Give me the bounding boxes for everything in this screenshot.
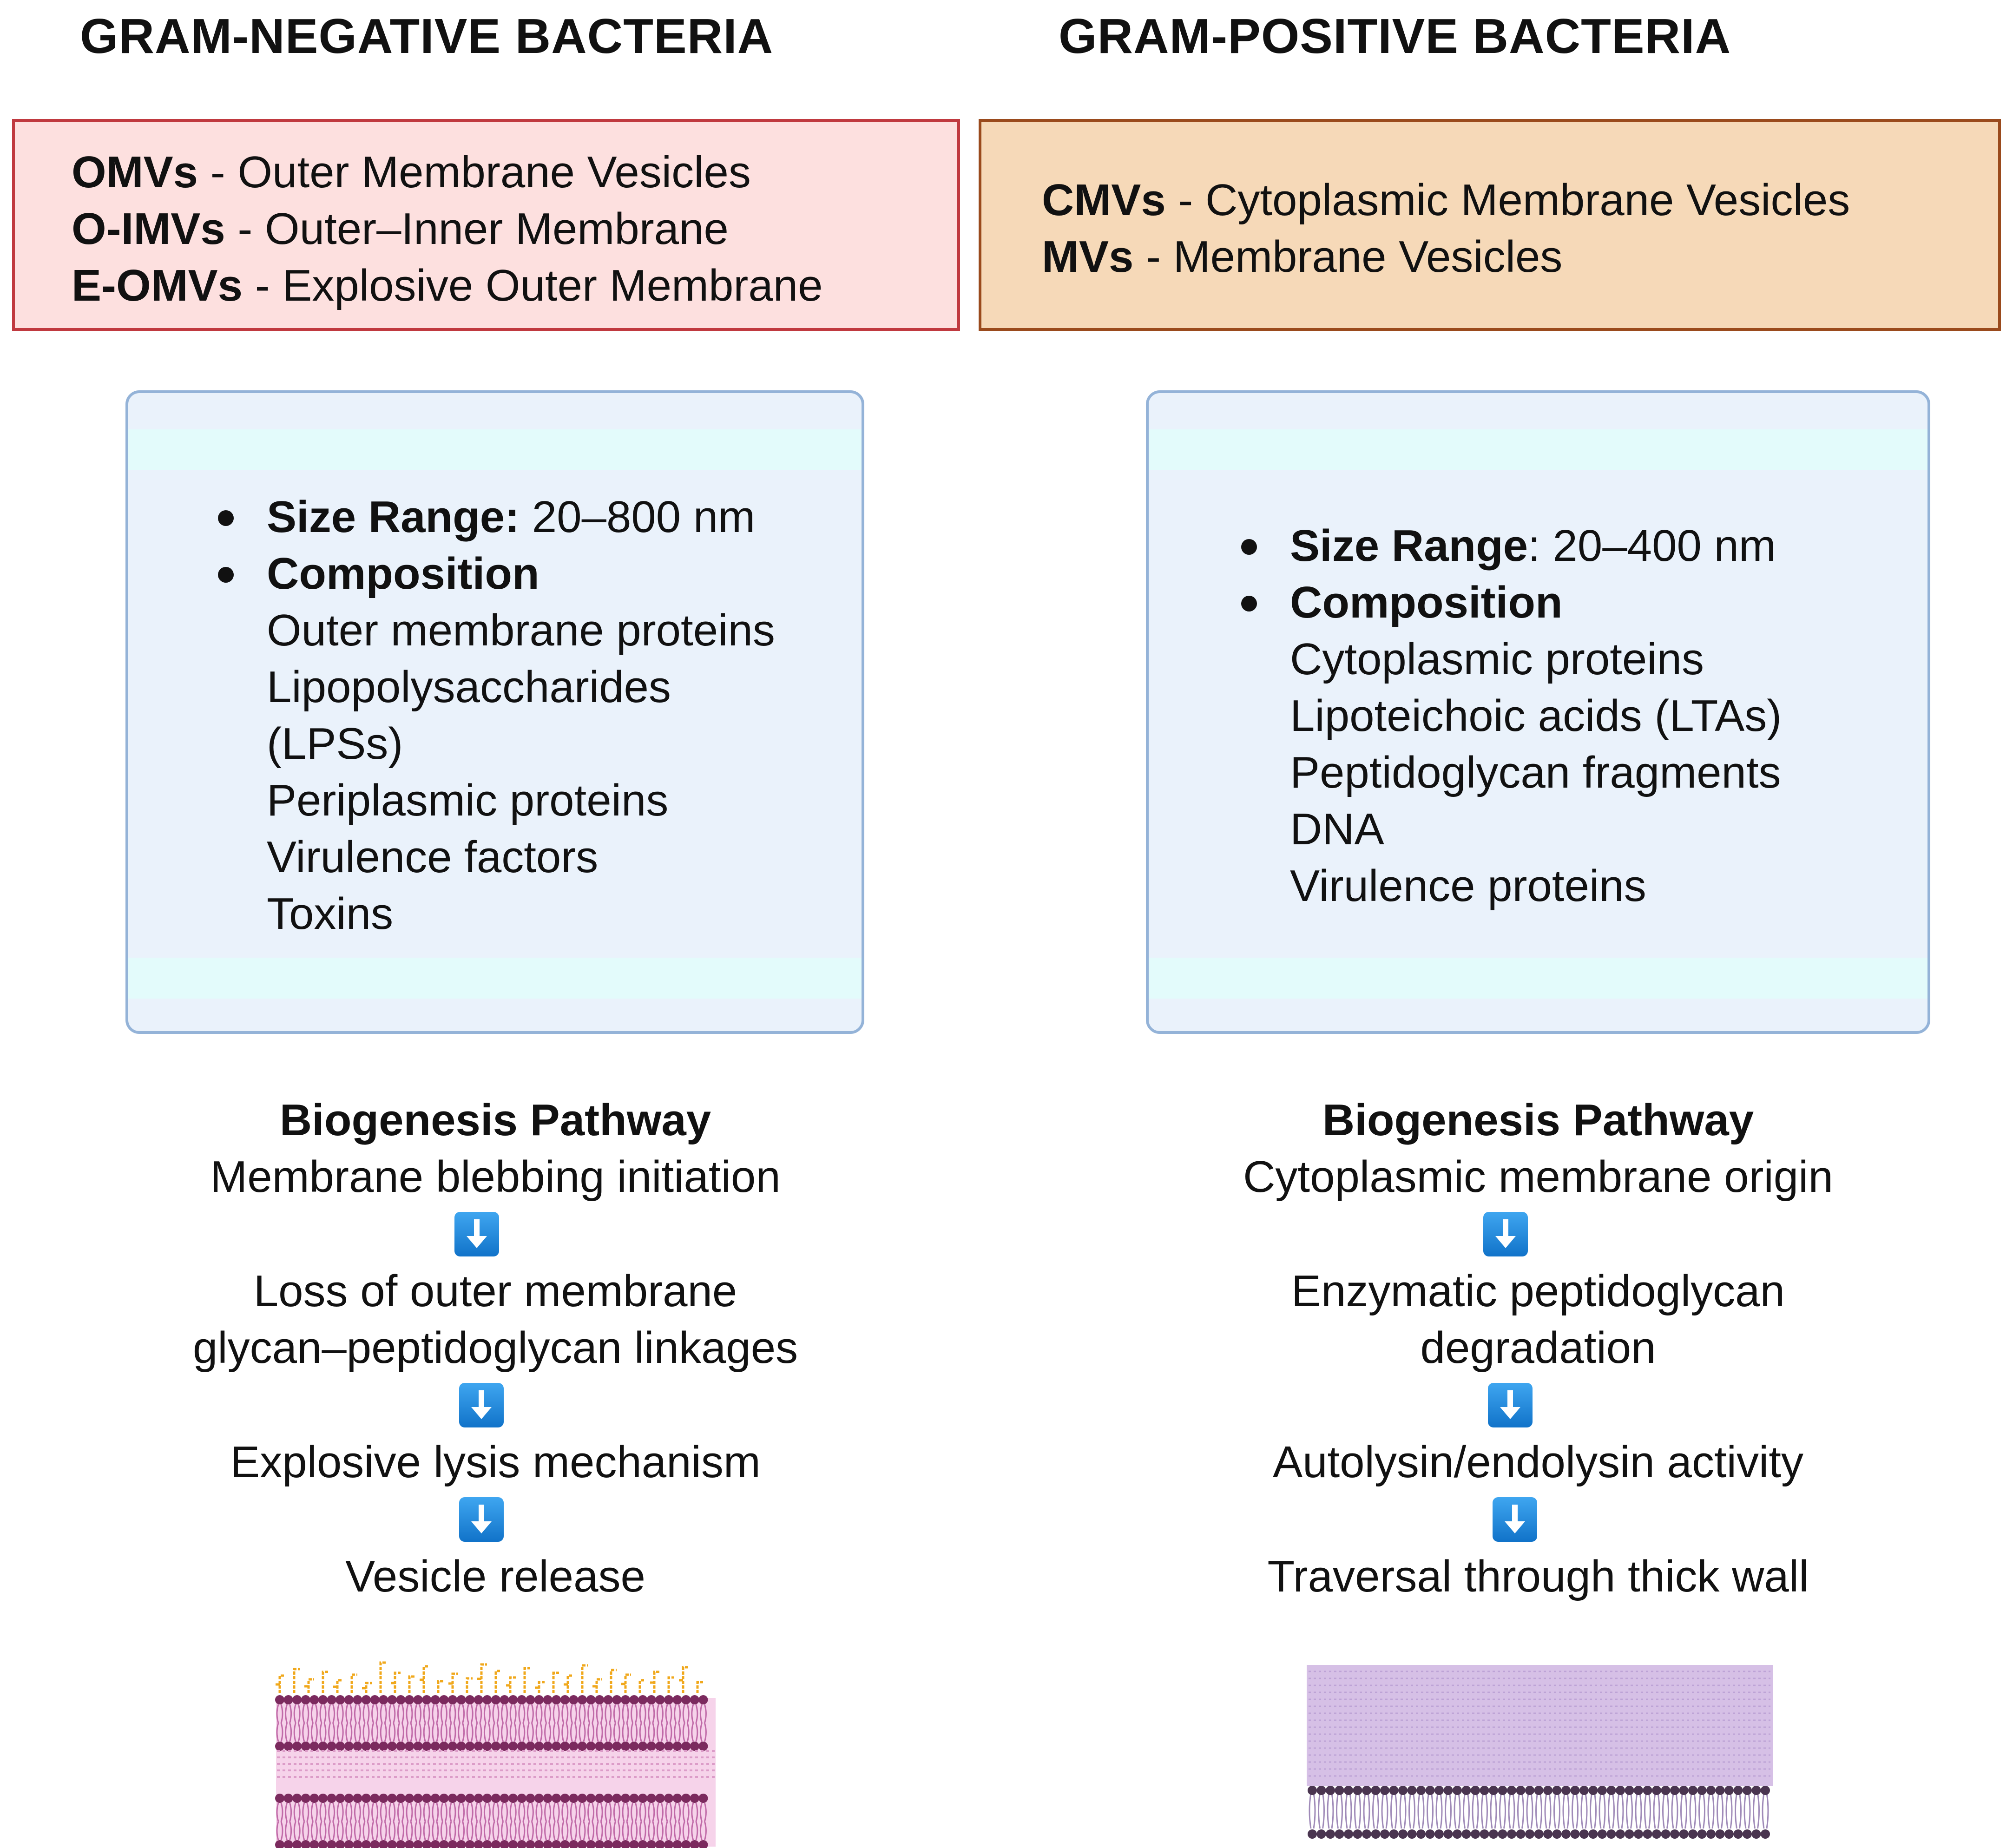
composition-label: Composition [1290, 578, 1563, 627]
abbreviation-item: CMVs - Cytoplasmic Membrane Vesicles [1042, 172, 1998, 229]
gram-positive-properties-list: Size Range: 20–400 nm Composition Cytopl… [1241, 518, 1782, 914]
composition-entry: Toxins [267, 889, 394, 939]
down-arrow-icon [454, 1212, 499, 1256]
abbreviation-definition: - Cytoplasmic Membrane Vesicles [1165, 175, 1850, 225]
pathway-step-text: Loss of outer membrane [253, 1266, 737, 1316]
pathway-step: Explosive lysis mechanism [124, 1434, 867, 1491]
composition-entry: Periplasmic proteins [267, 776, 669, 825]
pathway-step-text: Cytoplasmic membrane origin [1243, 1152, 1833, 1202]
abbreviation-term: MVs [1042, 232, 1134, 282]
thick-peptidoglycan-wall [1307, 1665, 1773, 1786]
gram-positive-envelope-icon [1307, 1665, 1773, 1839]
abbreviation-item: MVs - Membrane Vesicles [1042, 229, 1998, 285]
gram-negative-envelope-icon [275, 1661, 716, 1848]
box-stripe [128, 429, 862, 470]
gram-positive-biogenesis-pathway: Biogenesis Pathway Cytoplasmic membrane … [1166, 1092, 1910, 1605]
down-arrow-icon [459, 1497, 504, 1542]
abbreviation-item: E-OMVs - Explosive Outer Membrane [72, 257, 957, 314]
composition-entry: (LPSs) [267, 719, 403, 769]
abbreviation-definition: - Outer Membrane Vesicles [198, 147, 751, 197]
composition-entry: Peptidoglycan fragments [1290, 748, 1781, 797]
size-range-label: Size Range [1290, 521, 1528, 571]
abbreviation-item: OMVs - Outer Membrane Vesicles [72, 144, 957, 201]
composition-entry: Cytoplasmic proteins [1290, 634, 1704, 684]
pathway-step: Loss of outer membrane glycan–peptidoglyc… [124, 1263, 867, 1376]
gram-negative-properties-list: Size Range: 20–800 nm Composition Outer … [218, 489, 775, 942]
down-arrow-icon [1488, 1383, 1533, 1427]
pathway-step-text: Explosive lysis mechanism [230, 1437, 761, 1487]
pathway-step: Cytoplasmic membrane origin [1166, 1149, 1910, 1205]
lipid-bilayer [275, 1794, 708, 1848]
composition-label: Composition [267, 549, 539, 598]
pathway-step: Autolysin/endolysin activity [1166, 1434, 1910, 1491]
abbreviation-term: CMVs [1042, 175, 1166, 225]
pathway-step: Membrane blebbing initiation [124, 1149, 867, 1205]
composition-entry: DNA [1290, 804, 1384, 854]
pathway-step: Traversal through thick wall [1166, 1548, 1910, 1605]
abbreviation-definition: - Membrane Vesicles [1133, 232, 1563, 282]
pathway-step-text: Enzymatic peptidoglycan [1291, 1266, 1785, 1316]
composition-item: Composition [218, 546, 775, 602]
box-stripe [1149, 958, 1927, 999]
abbreviation-definition: - Outer–Inner Membrane [225, 204, 729, 254]
pathway-step-text: Traversal through thick wall [1267, 1552, 1809, 1601]
down-arrow-icon [1483, 1212, 1528, 1256]
abbreviation-term: E-OMVs [72, 261, 243, 310]
lps-chains [276, 1661, 703, 1693]
composition-entry: Virulence factors [267, 832, 599, 882]
lipid-bilayer [275, 1695, 708, 1751]
envelope-background [276, 1698, 716, 1847]
down-arrow-icon [1493, 1497, 1537, 1542]
size-range-item: Size Range: 20–400 nm [1241, 518, 1782, 574]
composition-entry: Lipopolysaccharides [267, 662, 671, 712]
peptidoglycan-layer [277, 1750, 715, 1778]
peptidoglycan-mesh [1309, 1670, 1770, 1777]
box-stripe [1149, 429, 1927, 470]
abbreviation-term: OMVs [72, 147, 198, 197]
pathway-step-text: Vesicle release [345, 1552, 645, 1601]
gram-negative-properties-box: Size Range: 20–800 nm Composition Outer … [125, 390, 864, 1034]
pathway-step-text: glycan–peptidoglycan linkages [192, 1323, 798, 1373]
pathway-title: Biogenesis Pathway [279, 1095, 711, 1145]
pathway-title: Biogenesis Pathway [1322, 1095, 1754, 1145]
size-range-item: Size Range: 20–800 nm [218, 489, 775, 546]
abbreviation-term: O-IMVs [72, 204, 225, 254]
gram-positive-properties-box: Size Range: 20–400 nm Composition Cytopl… [1146, 390, 1930, 1034]
size-range-value: 20–800 nm [520, 492, 756, 542]
size-range-label: Size Range: [267, 492, 520, 542]
composition-entry: Outer membrane proteins [267, 605, 775, 655]
composition-entry: Lipoteichoic acids (LTAs) [1290, 691, 1782, 741]
pathway-step-text: Autolysin/endolysin activity [1273, 1437, 1803, 1487]
pathway-step-text: degradation [1420, 1323, 1656, 1373]
pathway-step-text: Membrane blebbing initiation [210, 1152, 781, 1202]
composition-item: Composition [1241, 574, 1782, 631]
abbreviation-definition: - Explosive Outer Membrane [243, 261, 823, 310]
down-arrow-icon [459, 1383, 504, 1427]
cytoplasmic-membrane [1308, 1786, 1770, 1839]
composition-entry: Virulence proteins [1290, 861, 1646, 911]
gram-negative-biogenesis-pathway: Biogenesis Pathway Membrane blebbing ini… [124, 1092, 867, 1605]
gram-negative-title: GRAM-NEGATIVE BACTERIA [80, 9, 774, 64]
size-range-value: : 20–400 nm [1528, 521, 1776, 571]
box-stripe [128, 958, 862, 999]
gram-positive-title: GRAM-POSITIVE BACTERIA [1059, 9, 1731, 64]
pathway-step: Vesicle release [124, 1548, 867, 1605]
pathway-step: Enzymatic peptidoglycan degradation [1166, 1263, 1910, 1376]
abbreviation-item: O-IMVs - Outer–Inner Membrane [72, 201, 957, 257]
